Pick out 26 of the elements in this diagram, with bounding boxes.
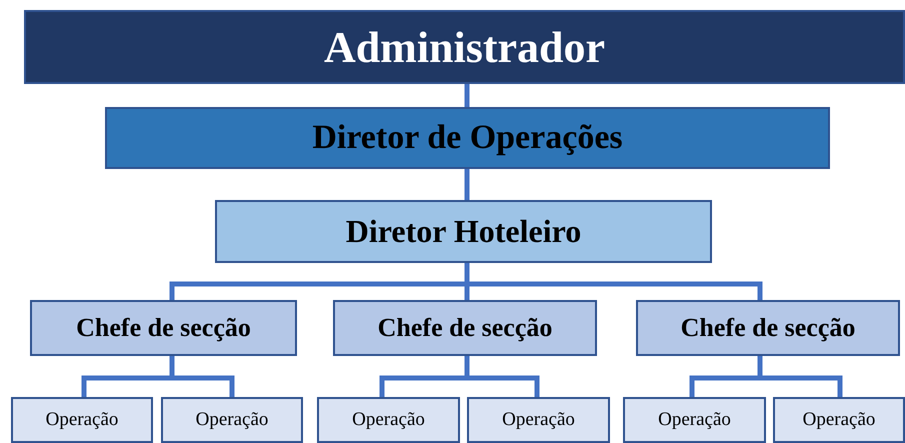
operation-box (467, 397, 610, 443)
role-box (30, 300, 297, 356)
role-title: Operação (196, 409, 268, 431)
connector-line (464, 84, 470, 107)
role-title: Operação (658, 409, 731, 431)
role-title: Chefe de secção (680, 313, 856, 343)
role-title: Chefe de secção (76, 313, 251, 343)
role-title: Operação (46, 409, 118, 431)
role-title: Operação (352, 409, 425, 431)
operation-box (11, 397, 153, 443)
role-box (105, 107, 830, 169)
role-title: Diretor de Operações (312, 119, 623, 157)
role-title: Operação (802, 409, 876, 431)
role-title: Chefe de secção (378, 313, 552, 343)
role-title: Administrador (324, 22, 606, 72)
role-title: Operação (502, 409, 575, 431)
connector-line (464, 169, 470, 200)
role-box (636, 300, 900, 356)
operation-box (161, 397, 303, 443)
role-box (215, 200, 712, 263)
role-title: Diretor Hoteleiro (346, 213, 582, 250)
role-box (333, 300, 597, 356)
operation-box (623, 397, 766, 443)
operation-box (317, 397, 460, 443)
role-box (24, 10, 905, 84)
operation-box (773, 397, 905, 443)
